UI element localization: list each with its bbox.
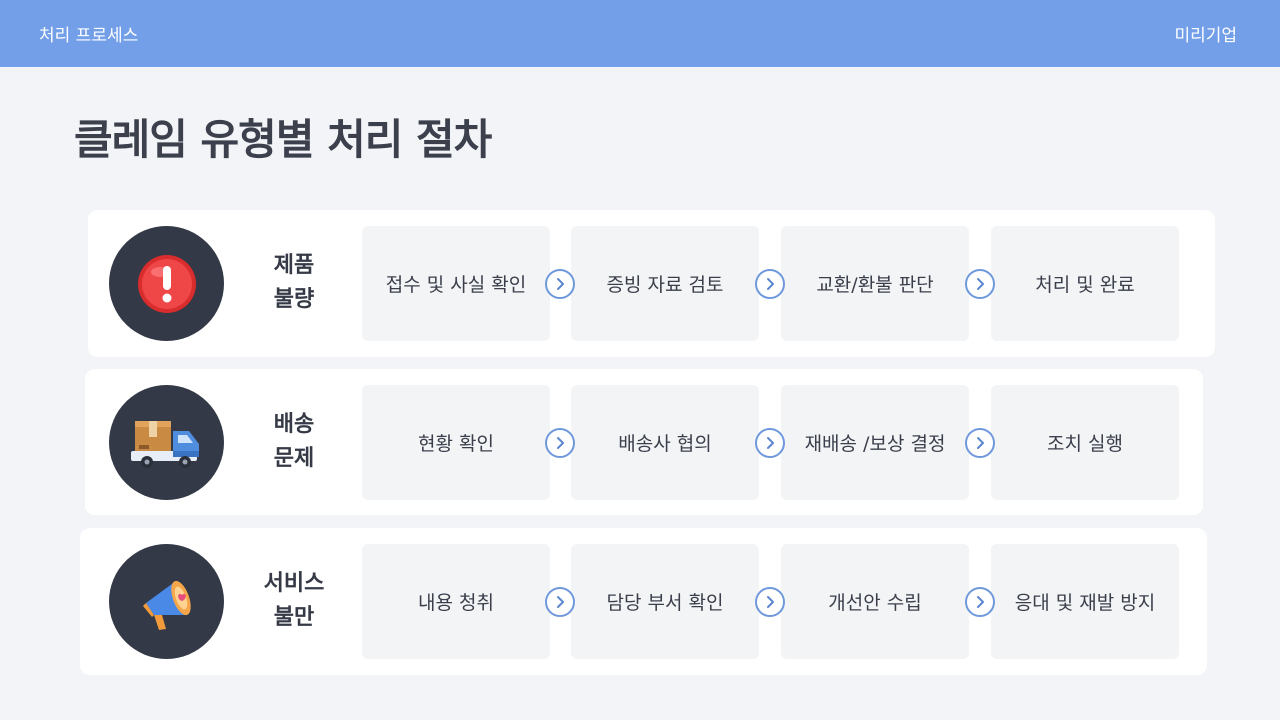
chevron-right-icon (755, 269, 785, 299)
step-card: 접수 및 사실 확인 (362, 226, 550, 341)
step-card: 교환/환불 판단 (781, 226, 969, 341)
chevron-right-icon (545, 269, 575, 299)
chevron-right-icon (965, 269, 995, 299)
step-card: 배송사 협의 (571, 385, 759, 500)
section-label: 처리 프로세스 (39, 26, 139, 46)
step-card: 담당 부서 확인 (571, 544, 759, 659)
delivery-truck-icon (109, 385, 224, 500)
chevron-right-icon (755, 428, 785, 458)
chevron-right-icon (965, 428, 995, 458)
step-card: 개선안 수립 (781, 544, 969, 659)
step-card: 처리 및 완료 (991, 226, 1179, 341)
chevron-right-icon (965, 587, 995, 617)
step-card: 응대 및 재발 방지 (991, 544, 1179, 659)
step-card: 증빙 자료 검토 (571, 226, 759, 341)
chevron-right-icon (545, 428, 575, 458)
chevron-right-icon (545, 587, 575, 617)
company-name: 미리기업 (1174, 26, 1237, 46)
chevron-right-icon (755, 587, 785, 617)
category-label-service-complaint: 서비스 불만 (263, 571, 325, 630)
step-card: 현황 확인 (362, 385, 550, 500)
top-bar: 처리 프로세스 미리기업 (0, 0, 1280, 67)
alert-icon (109, 226, 224, 341)
step-card: 내용 청취 (362, 544, 550, 659)
page-title: 클레임 유형별 처리 절차 (74, 115, 492, 164)
megaphone-icon (109, 544, 224, 659)
category-label-delivery-issue: 배송 문제 (273, 412, 315, 471)
step-card: 조치 실행 (991, 385, 1179, 500)
step-card: 재배송 /보상 결정 (781, 385, 969, 500)
category-label-product-defect: 제품 불량 (273, 253, 315, 312)
